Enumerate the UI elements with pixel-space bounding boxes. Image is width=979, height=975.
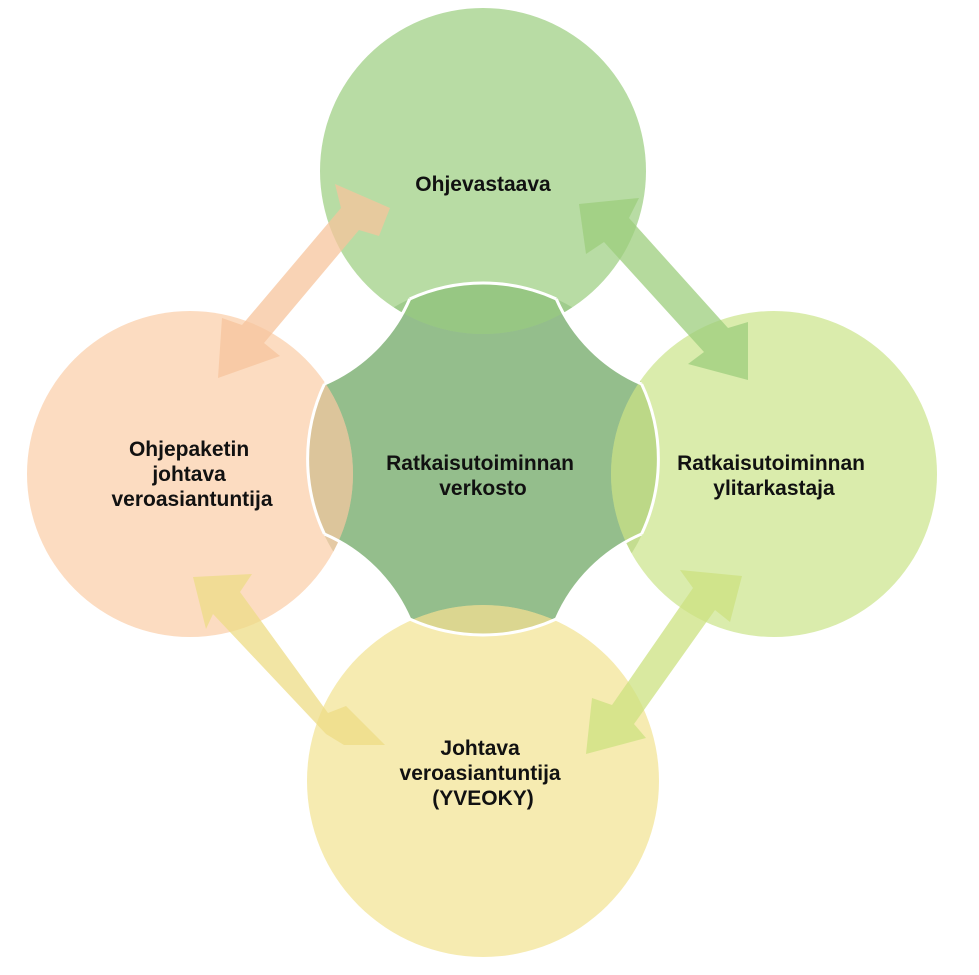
label-ratkaisutoiminnan-verkosto: Ratkaisutoiminnan verkosto: [386, 452, 580, 500]
label-line: johtava: [151, 463, 226, 486]
label-line: Ohjepaketin: [129, 438, 249, 461]
label-line: Ratkaisutoiminnan: [677, 452, 865, 475]
label-ohjevastaava: Ohjevastaava: [415, 173, 551, 196]
label-line: Ohjevastaava: [415, 173, 551, 196]
label-johtava-veroasiantuntija-yveoky: Johtava veroasiantuntija (YVEOKY): [400, 737, 567, 810]
label-line: veroasiantuntija: [400, 762, 561, 785]
double-arrow-bottom-left: [193, 574, 385, 745]
label-ratkaisutoiminnan-ylitarkastaja: Ratkaisutoiminnan ylitarkastaja: [677, 452, 871, 500]
separators: [306, 281, 660, 637]
double-arrow-top-right: [579, 198, 748, 380]
node-ohjevastaava-circle: [320, 8, 646, 334]
label-ohjepaketin-johtava-veroasiantuntija: Ohjepaketin johtava veroasiantuntija: [111, 438, 272, 511]
node-ohjepaketin-johtava-veroasiantuntija-circle: [27, 311, 353, 637]
center-shape: [307, 283, 659, 635]
node-ratkaisutoiminnan-ylitarkastaja-circle: [611, 311, 937, 637]
label-line: Johtava: [440, 737, 520, 760]
label-line: verkosto: [439, 477, 527, 500]
double-arrow-bottom-right: [586, 570, 742, 754]
label-line: ylitarkastaja: [713, 477, 835, 500]
label-line: (YVEOKY): [432, 787, 534, 810]
double-arrow-top-left: [218, 184, 390, 378]
label-line: Ratkaisutoiminnan: [386, 452, 574, 475]
center-fill: [307, 283, 659, 635]
label-line: veroasiantuntija: [111, 488, 272, 511]
node-johtava-veroasiantuntija-yveoky-circle: [307, 605, 659, 957]
